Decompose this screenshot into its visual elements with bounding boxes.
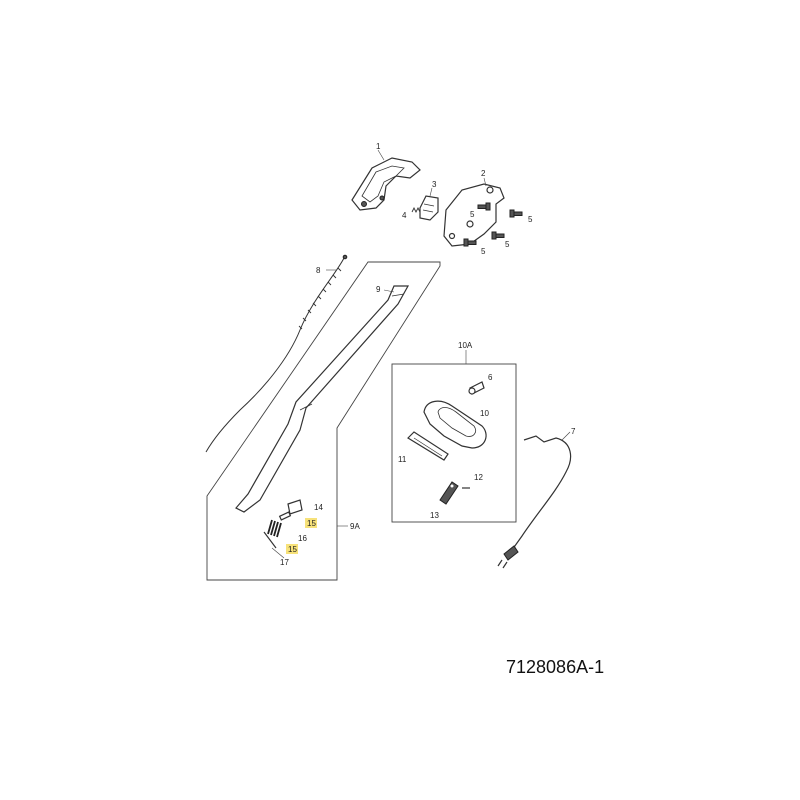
callout-10: 10: [480, 409, 489, 418]
leader-1: [377, 149, 385, 161]
callout-4: 4: [402, 211, 407, 220]
callout-11: 11: [398, 455, 407, 464]
highlight-15b: [286, 544, 298, 554]
assembly-frame-10a: [391, 363, 517, 523]
part-11-grip-cover: [407, 431, 449, 461]
leader-17: [271, 547, 285, 559]
callout-12: 12: [474, 473, 483, 482]
part-14-sleeve: [287, 499, 303, 515]
document-id: 7128086A-1: [506, 657, 604, 677]
callout-2: 2: [481, 169, 486, 178]
callout-5a: 5: [470, 210, 475, 219]
callout-9: 9: [376, 285, 381, 294]
part-16-spring: [267, 519, 282, 538]
part-5-screw-d: [463, 238, 477, 247]
callout-13: 13: [430, 511, 439, 520]
callout-9a: 9A: [350, 522, 360, 531]
callout-5d: 5: [481, 247, 486, 256]
part-5-screw-a: [477, 202, 491, 211]
part-7-power-cord: [497, 435, 572, 569]
part-3-switch: [419, 195, 439, 221]
part-5-screw-b: [509, 209, 523, 218]
part-1-housing: [351, 157, 421, 211]
part-9-shaft: [235, 285, 410, 513]
part-6-bolt: [468, 381, 485, 395]
leader-9: [383, 289, 395, 293]
callout-5b: 5: [528, 215, 533, 224]
leader-3: [429, 187, 433, 197]
callout-7: 7: [571, 427, 576, 436]
part-4-spring: [411, 206, 421, 214]
callout-14: 14: [314, 503, 323, 512]
leader-7: [561, 431, 571, 441]
callout-17: 17: [280, 558, 289, 567]
callout-8: 8: [316, 266, 321, 275]
callout-16: 16: [298, 534, 307, 543]
callout-6: 6: [488, 373, 493, 382]
callout-3: 3: [432, 180, 437, 189]
callout-1: 1: [376, 142, 381, 151]
part-15-washer-b: [263, 531, 277, 549]
part-10-handle: [423, 400, 487, 449]
highlight-15a: [305, 518, 317, 528]
part-2-cover: [443, 183, 505, 247]
callout-15a: 15: [307, 519, 316, 528]
leader-2: [483, 177, 487, 187]
callout-5c: 5: [505, 240, 510, 249]
assembly-frame-9a: [206, 261, 441, 581]
part-8-cable: [205, 254, 348, 453]
callout-10a: 10A: [458, 341, 473, 350]
part-13-trigger: [439, 481, 459, 505]
callout-15b: 15: [288, 545, 297, 554]
part-5-screw-c: [491, 231, 505, 240]
part-15-washer-a: [278, 511, 292, 521]
